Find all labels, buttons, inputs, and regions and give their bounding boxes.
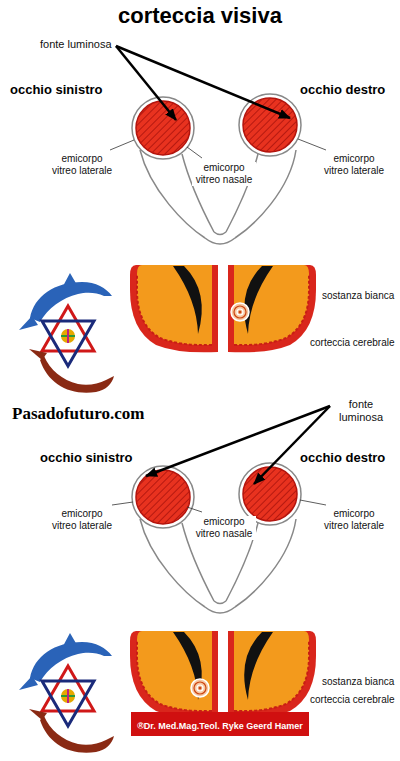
brain-bottom (130, 631, 316, 718)
light-rays (116, 46, 330, 484)
eyes-top (132, 94, 301, 244)
logo-top (19, 273, 114, 393)
tissue-label: corteccia cerebrale (310, 694, 394, 706)
tissue-label: corteccia cerebrale (310, 337, 394, 349)
logo-bottom (19, 633, 114, 753)
focus-target (231, 303, 249, 321)
vitreous-label: emicorpo vitreo laterale (322, 508, 386, 532)
vitreous-label: emicorpo vitreo nasale (192, 516, 256, 540)
vitreous-label: emicorpo vitreo nasale (192, 162, 256, 186)
eyes-bottom (132, 463, 301, 613)
tissue-label: sostanza bianca (322, 676, 394, 688)
credit-banner: ®Dr. Med.Mag.Teol. Ryke Geerd Hamer (131, 712, 309, 736)
diagram-title: corteccia visiva (0, 3, 400, 29)
brain-top (130, 265, 316, 352)
eye-name: occhio destro (300, 450, 385, 466)
eye-name: occhio sinistro (10, 82, 102, 98)
light-source-label: fonte luminosa (40, 38, 112, 51)
eye-name: occhio sinistro (40, 450, 132, 466)
credit-text: ®Dr. Med.Mag.Teol. Ryke Geerd Hamer (137, 721, 303, 731)
eye-name: occhio destro (300, 82, 385, 98)
light-source-label: fonte luminosa (333, 398, 389, 424)
focus-target (191, 679, 209, 697)
vitreous-label: emicorpo vitreo laterale (50, 153, 114, 177)
vitreous-label: emicorpo vitreo laterale (50, 508, 114, 532)
vitreous-label: emicorpo vitreo laterale (322, 153, 386, 177)
leader-lines (110, 139, 326, 512)
tissue-label: sostanza bianca (322, 290, 394, 302)
watermark: Pasadofuturo.com (12, 404, 144, 424)
